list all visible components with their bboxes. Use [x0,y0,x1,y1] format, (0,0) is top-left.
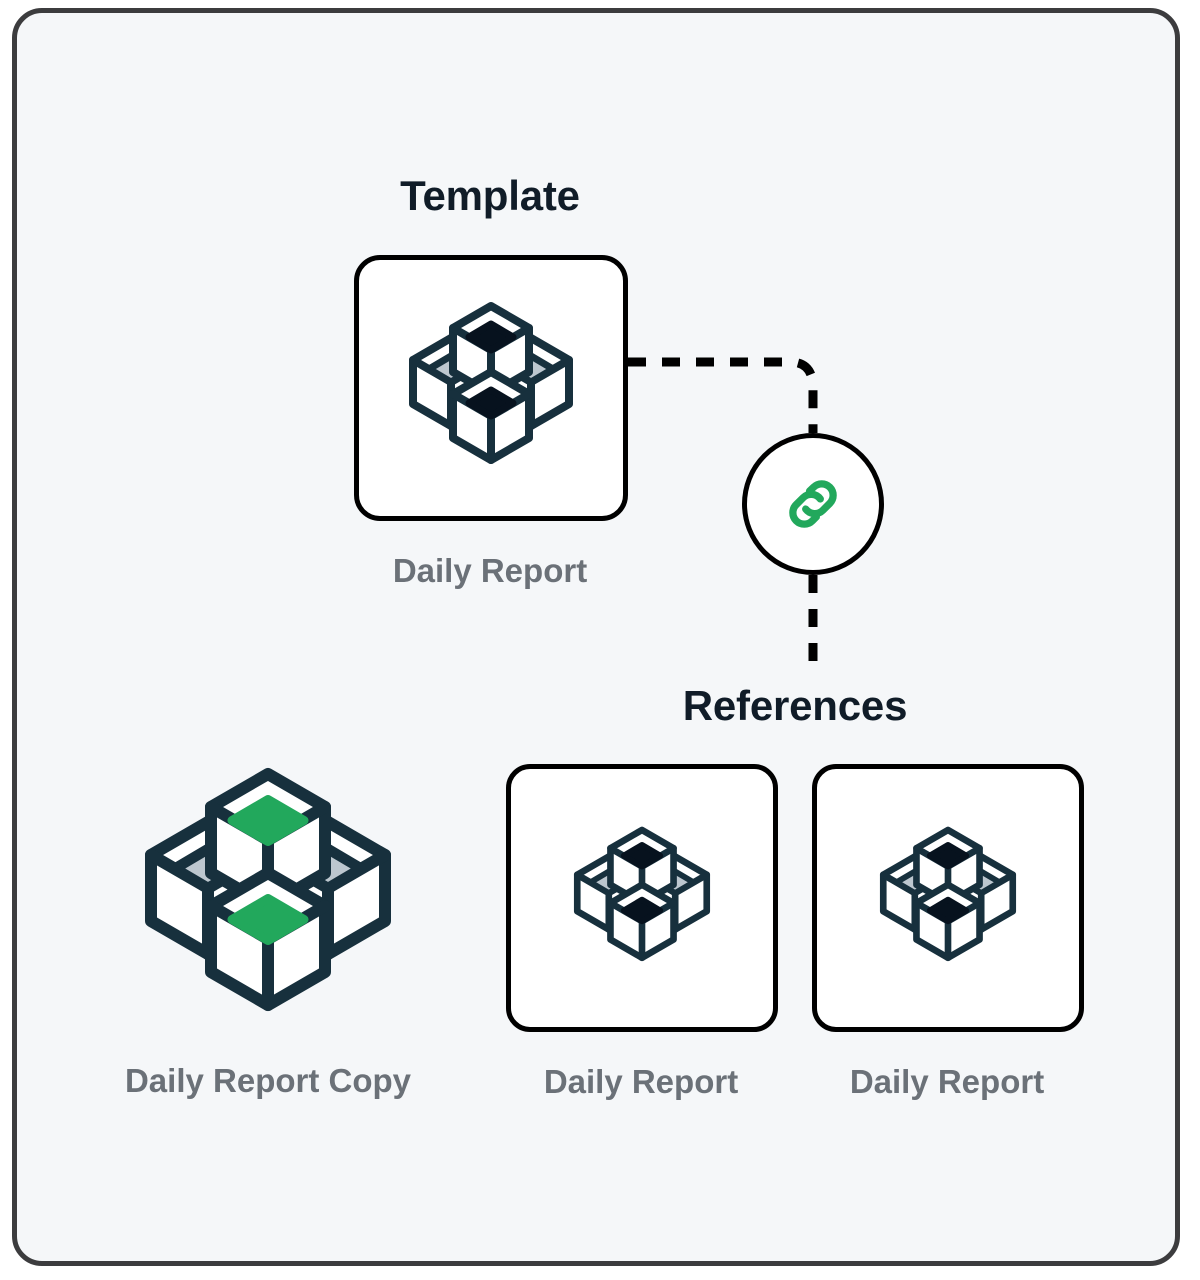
reference-card-1[interactable] [506,764,778,1032]
cubes-icon [559,823,725,973]
section-heading-references: References [682,682,908,729]
link-chain-icon [775,466,851,542]
template-card[interactable] [354,255,628,521]
diagram-frame [12,8,1180,1266]
section-heading-template: Template [400,172,580,219]
daily-report-copy-label: Daily Report Copy [124,1062,412,1099]
reference-card-2-label: Daily Report [849,1063,1045,1100]
cubes-icon [865,823,1031,973]
link-badge[interactable] [742,433,884,575]
reference-card-2[interactable] [812,764,1084,1032]
reference-card-1-label: Daily Report [543,1063,739,1100]
template-card-label: Daily Report [392,552,588,589]
cubes-icon [391,298,591,478]
cubes-green-icon [118,762,418,1032]
daily-report-copy-item[interactable] [118,762,418,1032]
